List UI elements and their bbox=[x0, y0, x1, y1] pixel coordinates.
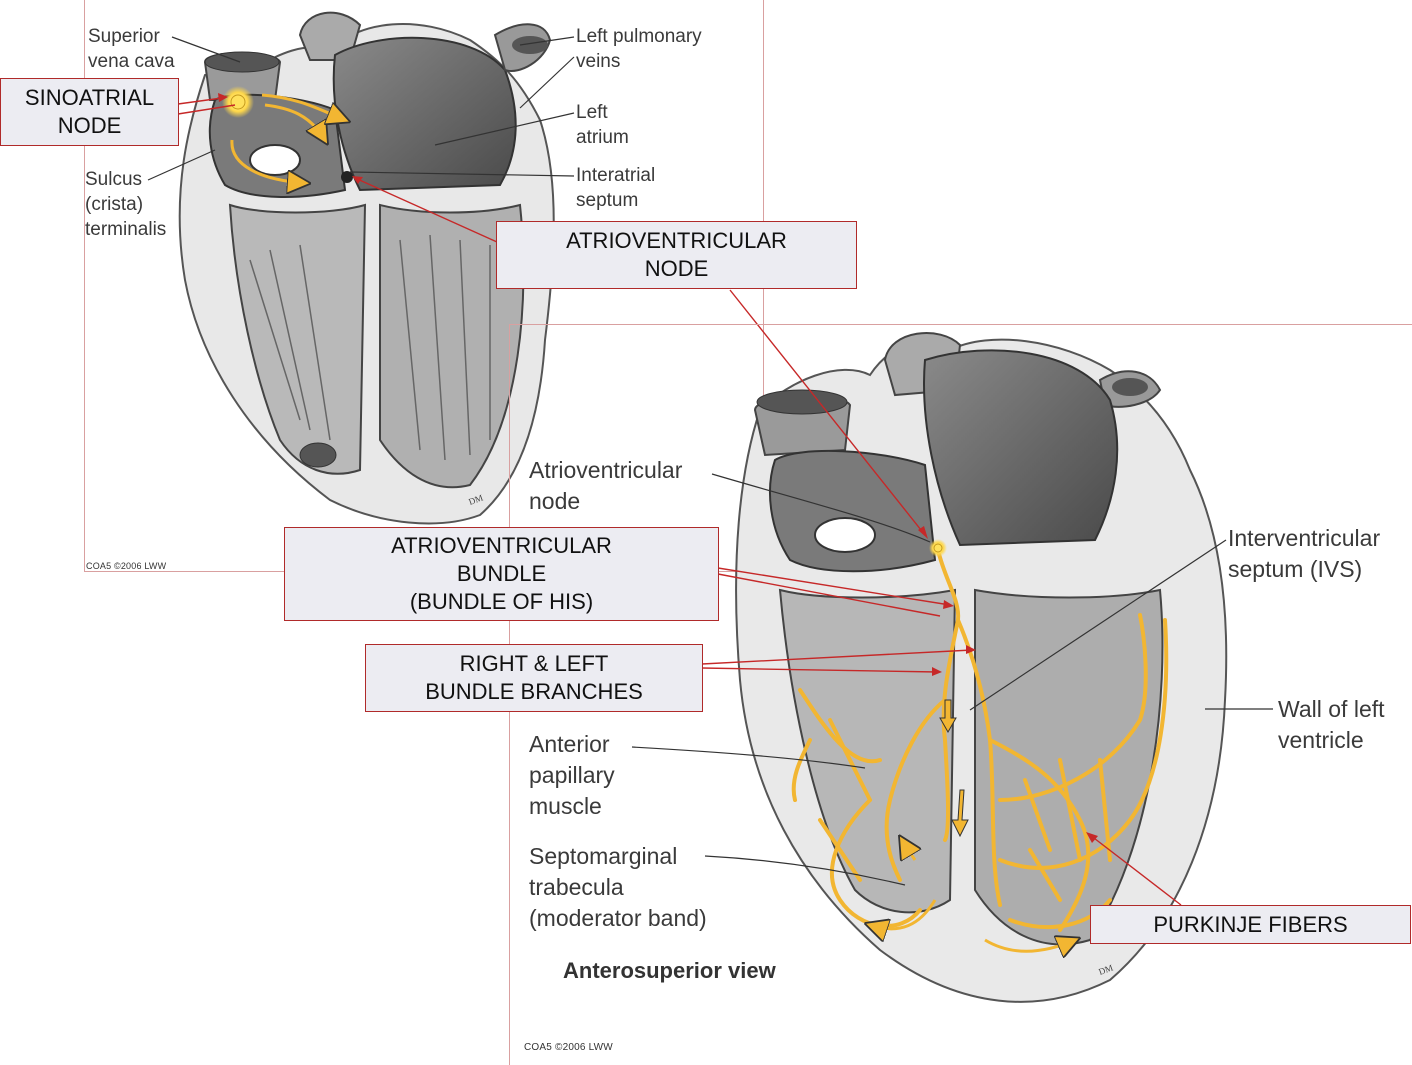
label-anterior-papillary-muscle: Anterior papillary muscle bbox=[529, 729, 615, 822]
label-left-atrium: Left atrium bbox=[576, 100, 629, 150]
callout-purkinje-fibers: PURKINJE FIBERS bbox=[1090, 905, 1411, 944]
view-title: Anterosuperior view bbox=[563, 958, 776, 984]
label-septomarginal-trabecula: Septomarginal trabecula (moderator band) bbox=[529, 841, 707, 934]
label-atrioventricular-node: Atrioventricular node bbox=[529, 455, 682, 517]
label-interventricular-septum: Interventricular septum (IVS) bbox=[1228, 523, 1380, 585]
label-left-pulmonary-veins: Left pulmonary veins bbox=[576, 24, 702, 74]
label-wall-left-ventricle: Wall of left ventricle bbox=[1278, 694, 1385, 756]
label-interatrial-septum: Interatrial septum bbox=[576, 163, 655, 213]
bottom-copyright: COA5 ©2006 LWW bbox=[524, 1042, 613, 1053]
label-superior-vena-cava: Superior vena cava bbox=[88, 24, 175, 74]
callout-bundle-branches: RIGHT & LEFT BUNDLE BRANCHES bbox=[365, 644, 703, 712]
label-sulcus-terminalis: Sulcus (crista) terminalis bbox=[85, 167, 166, 242]
top-copyright: COA5 ©2006 LWW bbox=[86, 561, 166, 571]
callout-sinoatrial-node: SINOATRIAL NODE bbox=[0, 78, 179, 146]
callout-atrioventricular-node: ATRIOVENTRICULAR NODE bbox=[496, 221, 857, 289]
callout-atrioventricular-bundle: ATRIOVENTRICULAR BUNDLE (BUNDLE OF HIS) bbox=[284, 527, 719, 621]
